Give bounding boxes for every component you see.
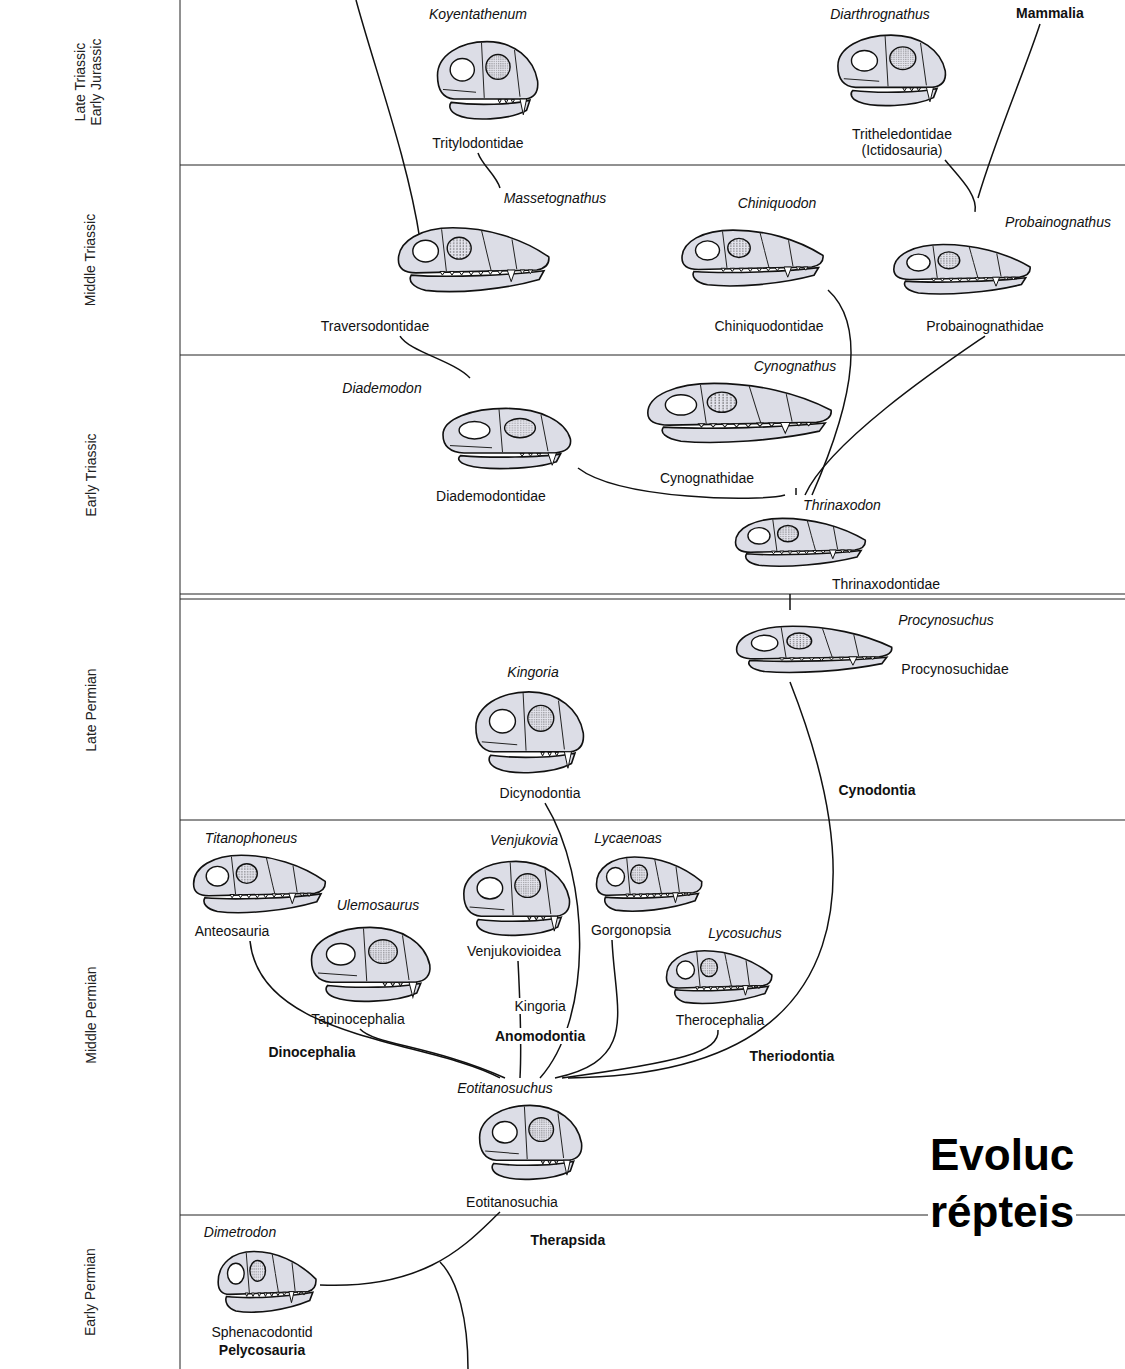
taxon-node: CynognathusCynognathidae	[638, 356, 838, 488]
clade-label: Cynodontia	[837, 782, 918, 798]
tree-branch	[795, 488, 797, 495]
taxon-name: Tritylodontidae	[432, 135, 523, 151]
tree-branch	[320, 1212, 500, 1285]
time-grid	[180, 0, 1125, 1369]
genus-name: Titanophoneus	[205, 830, 298, 846]
genus-name: Koyentathenum	[429, 6, 527, 22]
taxon-node: ProbainognathusProbainognathidae	[886, 212, 1113, 336]
genus-name: Kingoria	[507, 664, 558, 680]
taxon-node: KoyentathenumTritylodontidae	[427, 4, 544, 153]
genus-name: Diademodon	[342, 380, 421, 396]
clade-label: Therapsida	[529, 1232, 608, 1248]
taxon-node: LycaenoasGorgonopsia	[589, 828, 706, 940]
clade-label: Kingoria	[513, 998, 568, 1014]
skull-drawings	[194, 35, 1031, 1312]
taxon-name: Sphenacodontid	[211, 1324, 312, 1340]
taxon-node: UlemosaurusTapinocephalia	[303, 895, 437, 1029]
taxon-name: Dicynodontia	[500, 785, 581, 801]
taxon-node: ProcynosuchusProcynosuchidae	[728, 610, 1011, 682]
taxon-node: KingoriaDicynodontia	[468, 662, 590, 803]
taxon-node: VenjukoviaVenjukovioidea	[456, 830, 576, 961]
tree-branch	[789, 594, 791, 610]
taxon-name: Thrinaxodontidae	[832, 576, 940, 592]
genus-name: Massetognathus	[504, 190, 607, 206]
genus-name: Probainognathus	[1005, 214, 1111, 230]
genus-name: Diarthrognathus	[830, 6, 930, 22]
genus-name: Chiniquodon	[738, 195, 817, 211]
taxon-node: DiarthrognathusTritheledontidae (Ictidos…	[825, 4, 979, 160]
period-label: Middle Triassic	[82, 214, 98, 307]
taxon-name: Gorgonopsia	[591, 922, 671, 938]
taxon-node: ThrinaxodonThrinaxodontidae	[728, 495, 942, 594]
taxon-node: ChiniquodonChiniquodontidae	[674, 193, 828, 336]
genus-name: Lycosuchus	[708, 925, 782, 941]
taxon-name: Chiniquodontidae	[715, 318, 824, 334]
taxon-node: LycosuchusTherocephalia	[660, 923, 784, 1030]
taxon-name: Eotitanosuchia	[466, 1194, 558, 1210]
tree-branch	[518, 961, 521, 1078]
genus-name: Venjukovia	[490, 832, 558, 848]
taxon-name: Traversodontidae	[321, 318, 429, 334]
clade-label: Theriodontia	[748, 1048, 837, 1064]
clade-label: Mammalia	[1014, 5, 1086, 21]
taxon-name: Anteosauria	[195, 923, 270, 939]
period-label: Early Triassic	[82, 433, 98, 516]
tree-branch	[360, 1029, 505, 1078]
taxon-node: EotitanosuchusEotitanosuchia	[455, 1078, 588, 1212]
taxon-node: DiademodonDiademodontidae	[340, 378, 578, 506]
period-label: Late Triassic Early Jurassic	[72, 27, 104, 137]
heading-fragment: Evoluc	[928, 1131, 1076, 1179]
taxon-name: Pelycosauria	[219, 1342, 305, 1358]
genus-name: Procynosuchus	[898, 612, 994, 628]
taxon-name: Probainognathidae	[926, 318, 1044, 334]
tree-branch	[250, 941, 500, 1078]
genus-name: Thrinaxodon	[803, 497, 881, 513]
tree-branch	[578, 468, 785, 498]
period-label: Late Permian	[82, 668, 98, 751]
taxon-name: Diademodontidae	[436, 488, 546, 504]
clade-label: Anomodontia	[493, 1028, 587, 1044]
heading-fragment: répteis	[928, 1188, 1076, 1236]
tree-branch	[945, 160, 975, 212]
genus-name: Cynognathus	[754, 358, 837, 374]
taxon-name: Therocephalia	[676, 1012, 765, 1028]
taxon-name: Procynosuchidae	[901, 661, 1008, 677]
genus-name: Eotitanosuchus	[457, 1080, 553, 1096]
tree-branch	[400, 336, 470, 378]
tree-branch	[568, 682, 833, 1078]
tree-branch	[478, 153, 500, 188]
clade-label: Dinocephalia	[267, 1044, 358, 1060]
genus-name: Dimetrodon	[204, 1224, 276, 1240]
taxon-name: Tritheledontidae (Ictidosauria)	[827, 126, 977, 158]
taxon-name: Cynognathidae	[660, 470, 754, 486]
genus-name: Lycaenoas	[594, 830, 661, 846]
taxon-node: MassetognathusTraversodontidae	[319, 188, 609, 336]
taxon-node: DimetrodonSphenacodontidPelycosauria	[202, 1222, 320, 1360]
genus-name: Ulemosaurus	[337, 897, 419, 913]
taxon-name: Venjukovioidea	[467, 943, 561, 959]
taxon-node: TitanophoneusAnteosauria	[186, 828, 330, 941]
period-label: Early Permian	[82, 1248, 98, 1336]
period-label: Middle Permian	[82, 966, 98, 1063]
taxon-name: Tapinocephalia	[311, 1011, 404, 1027]
